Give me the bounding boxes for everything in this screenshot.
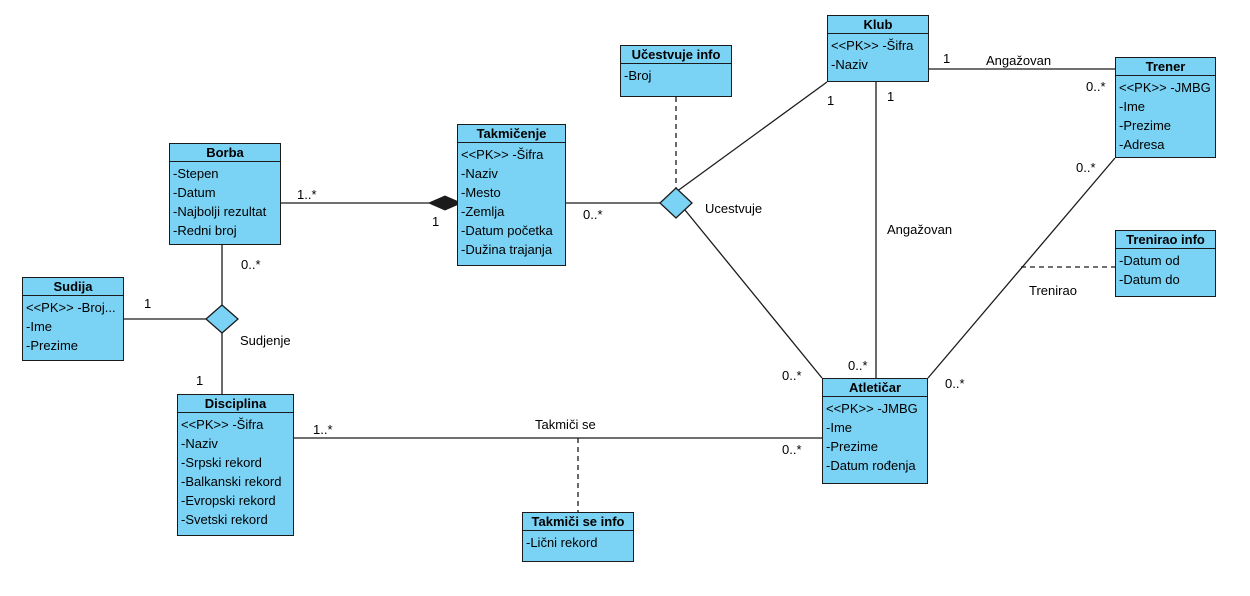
- label-sudjenje: Sudjenje: [240, 333, 291, 348]
- class-attribute: -Datum rođenja: [826, 458, 916, 473]
- class-attribute: -Naziv: [461, 166, 498, 181]
- class-attribute: -Svetski rekord: [181, 512, 268, 527]
- class-title: Disciplina: [178, 395, 293, 413]
- multiplicity: 1: [196, 373, 204, 388]
- class-attribute: -Mesto: [461, 185, 501, 200]
- class-attribute: -Datum do: [1119, 272, 1180, 287]
- class-attribute: -Adresa: [1119, 137, 1165, 152]
- class-attribute: -Prezime: [26, 338, 79, 353]
- label-angazovan-mid: Angažovan: [887, 222, 953, 237]
- class-attribute: <<PK>> -Šifra: [461, 147, 544, 162]
- class-attribute: -Naziv: [181, 436, 218, 451]
- class-title: Trenirao info: [1116, 231, 1215, 249]
- class-sudija[interactable]: Sudija <<PK>> -Broj... -Ime -Prezime: [22, 277, 124, 361]
- class-attribute: -Ime: [26, 319, 52, 334]
- class-attribute: <<PK>> -Šifra: [181, 417, 264, 432]
- multiplicity: 1: [432, 214, 440, 229]
- class-borba[interactable]: Borba -Stepen -Datum -Najbolji rezultat …: [169, 143, 281, 245]
- multiplicity: 1: [887, 89, 895, 104]
- multiplicity: 0..*: [782, 368, 802, 383]
- multiplicity: 1: [943, 51, 951, 66]
- class-attribute: -Evropski rekord: [181, 493, 276, 508]
- sudjenje-diamond: [205, 304, 239, 334]
- multiplicity: 0..*: [583, 207, 603, 222]
- label-takmici-se: Takmiči se: [535, 417, 596, 432]
- multiplicity: 0..*: [241, 257, 261, 272]
- class-attribute: -Srpski rekord: [181, 455, 262, 470]
- class-attribute: -Stepen: [173, 166, 219, 181]
- class-attribute: -Ime: [826, 420, 852, 435]
- multiplicity: 1: [144, 296, 152, 311]
- label-angazovan-top: Angažovan: [986, 53, 1052, 68]
- class-attribute: -Prezime: [826, 439, 879, 454]
- class-klub[interactable]: Klub <<PK>> -Šifra -Naziv: [827, 15, 929, 82]
- class-trenirao-info[interactable]: Trenirao info -Datum od -Datum do: [1115, 230, 1216, 297]
- multiplicity: 0..*: [1086, 79, 1106, 94]
- class-disciplina[interactable]: Disciplina <<PK>> -Šifra -Naziv -Srpski …: [177, 394, 294, 536]
- class-title: Trener: [1116, 58, 1215, 76]
- class-trener[interactable]: Trener <<PK>> -JMBG -Ime -Prezime -Adres…: [1115, 57, 1216, 158]
- ucestvuje-atleticar-line: [684, 209, 823, 379]
- class-attribute: <<PK>> -JMBG: [1119, 80, 1211, 95]
- class-attribute: <<PK>> -JMBG: [826, 401, 918, 416]
- class-attribute: -Redni broj: [173, 223, 237, 238]
- label-trenirao: Trenirao: [1029, 283, 1077, 298]
- class-title: Borba: [170, 144, 280, 162]
- trener-atleticar-line: [927, 157, 1116, 379]
- class-attribute: -Zemlja: [461, 204, 505, 219]
- class-atleticar[interactable]: Atletičar <<PK>> -JMBG -Ime -Prezime -Da…: [822, 378, 928, 484]
- class-attribute: -Naziv: [831, 57, 868, 72]
- class-attribute: <<PK>> -Šifra: [831, 38, 914, 53]
- class-takmicenje[interactable]: Takmičenje <<PK>> -Šifra -Naziv -Mesto -…: [457, 124, 566, 266]
- klub-ucestvuje-line: [675, 81, 828, 193]
- class-title: Takmičenje: [458, 125, 565, 143]
- class-attribute: -Datum od: [1119, 253, 1180, 268]
- class-attribute: -Ime: [1119, 99, 1145, 114]
- class-title: Sudija: [23, 278, 123, 296]
- class-attribute: -Prezime: [1119, 118, 1172, 133]
- class-attribute: -Datum početka: [461, 223, 553, 238]
- class-attribute: -Balkanski rekord: [181, 474, 282, 489]
- class-attribute: -Lični rekord: [526, 535, 598, 550]
- multiplicity: 0..*: [1076, 160, 1096, 175]
- class-takmici-se-info[interactable]: Takmiči se info -Lični rekord: [522, 512, 634, 562]
- ucestvuje-diamond: [659, 187, 693, 219]
- class-attribute: -Najbolji rezultat: [173, 204, 267, 219]
- class-title: Atletičar: [823, 379, 927, 397]
- class-attribute: -Dužina trajanja: [461, 242, 553, 257]
- label-ucestvuje: Ucestvuje: [705, 201, 763, 216]
- class-title: Takmiči se info: [523, 513, 633, 531]
- class-attribute: <<PK>> -Broj...: [26, 300, 116, 315]
- class-attribute: -Datum: [173, 185, 216, 200]
- class-title: Klub: [828, 16, 928, 34]
- multiplicity: 1..*: [297, 187, 317, 202]
- multiplicity: 1: [827, 93, 835, 108]
- multiplicity: 1..*: [313, 422, 333, 437]
- multiplicity: 0..*: [848, 358, 868, 373]
- class-ucestvuje-info[interactable]: Učestvuje info -Broj: [620, 45, 732, 97]
- multiplicity: 0..*: [945, 376, 965, 391]
- multiplicity: 0..*: [782, 442, 802, 457]
- class-title: Učestvuje info: [621, 46, 731, 64]
- class-attribute: -Broj: [624, 68, 652, 83]
